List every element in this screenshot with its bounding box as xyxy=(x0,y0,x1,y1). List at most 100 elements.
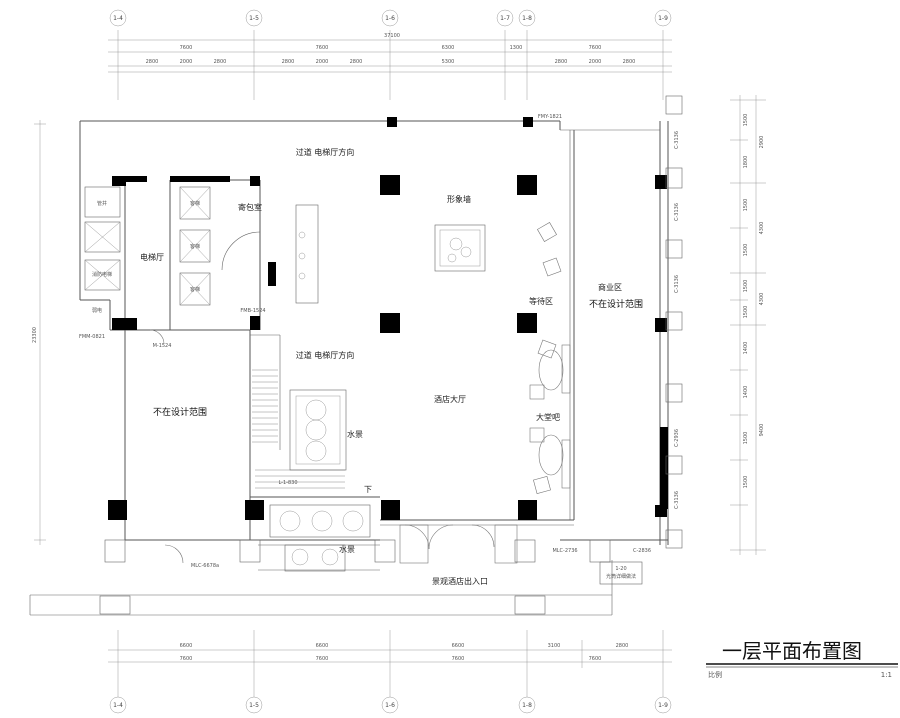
grid-axis-label: 1-4 xyxy=(113,702,123,709)
grid-axis-bubbles-bottom: 1-4 1-5 1-6 1-8 1-9 xyxy=(109,680,672,714)
dim-top-secondary: 2800 xyxy=(146,59,159,65)
dim-top-secondary: 2800 xyxy=(555,59,568,65)
dim-right-secondary: 1500 xyxy=(743,476,749,489)
grid-axis-label: 1-8 xyxy=(522,15,532,22)
dim-right-primary: 2900 xyxy=(759,136,765,149)
dim-top-total: 37100 xyxy=(384,33,400,39)
dim-top-primary: 1300 xyxy=(510,45,523,51)
image-wall-feature xyxy=(434,224,486,272)
room-label-water-feature-2: 水景 xyxy=(339,544,355,554)
dim-bottom-secondary: 3100 xyxy=(548,643,561,649)
room-label-commercial: 商业区 xyxy=(598,282,622,292)
door-code: M-1524 xyxy=(153,343,172,349)
dim-left-total: 23300 xyxy=(32,327,38,343)
detail-sub: 光筒详细做法 xyxy=(606,573,636,580)
bottom-dimension-lines xyxy=(108,630,672,680)
room-label-entrance: 景观酒店出入口 xyxy=(432,576,488,586)
grid-axis-label: 1-6 xyxy=(385,702,395,709)
grid-axis-label: 1-9 xyxy=(658,15,668,22)
drawing-title: 一层平面布置图 xyxy=(722,639,862,663)
grid-axis-label: 1-4 xyxy=(113,15,123,22)
dim-top-primary-group: 7600 7600 6300 1300 7600 xyxy=(180,45,602,51)
water-feature-bottom xyxy=(269,504,371,572)
dim-bottom-primary: 7600 xyxy=(589,656,602,662)
detail-ref: 1-20 xyxy=(615,566,626,572)
building-walls xyxy=(29,120,669,616)
door-code: MLC-2736 xyxy=(552,548,577,554)
dim-right-primary: 9400 xyxy=(759,424,765,437)
dim-right-secondary: 1500 xyxy=(743,280,749,293)
window-code: C-3136 xyxy=(674,275,680,293)
dim-right-primary: 4300 xyxy=(759,222,765,235)
dim-bottom-secondary: 6600 xyxy=(180,643,193,649)
water-feature-pond xyxy=(289,389,347,471)
room-label-corridor-mid: 过道 电梯厅方向 xyxy=(296,350,355,360)
grid-axis-label: 1-5 xyxy=(249,15,259,22)
elevator-shafts xyxy=(84,186,261,306)
room-label-hotel-lobby: 酒店大厅 xyxy=(434,394,466,404)
dim-bottom-secondary-group: 6600 6600 6600 3100 2800 xyxy=(180,643,629,649)
grid-axis-label: 1-8 xyxy=(522,702,532,709)
dim-top-secondary: 2000 xyxy=(180,59,193,65)
room-label-waiting: 等待区 xyxy=(529,296,553,306)
dim-top-secondary: 2800 xyxy=(214,59,227,65)
elevator-car-label: 客梯 xyxy=(190,200,200,207)
grid-axis-label: 1-5 xyxy=(249,702,259,709)
dim-bottom-secondary: 2800 xyxy=(616,643,629,649)
lounge-furniture xyxy=(529,222,571,494)
room-label-not-in-scope-right: 不在设计范围 xyxy=(589,298,643,310)
dim-bottom-primary-group: 7600 7600 7600 7600 xyxy=(180,656,602,662)
room-label-image-wall: 形象墙 xyxy=(447,194,471,204)
grid-axis-bubbles-top: 1-4 1-5 1-6 1-7 1-8 1-9 xyxy=(109,9,672,27)
entrance-doors xyxy=(149,329,518,564)
window-code: C-3136 xyxy=(674,203,680,221)
dim-right-secondary: 1500 xyxy=(743,244,749,257)
room-label-elevator-hall: 电梯厅 xyxy=(140,252,164,262)
scale-label: 比例 xyxy=(708,670,722,679)
dim-top-secondary: 2800 xyxy=(623,59,636,65)
dim-right-secondary: 1500 xyxy=(743,306,749,319)
grid-axis-label: 1-6 xyxy=(385,15,395,22)
scale-value: 1:1 xyxy=(881,671,892,679)
dim-bottom-primary: 7600 xyxy=(180,656,193,662)
dim-right-primary: 4300 xyxy=(759,293,765,306)
dim-top-primary: 6300 xyxy=(442,45,455,51)
small-room-label: 弱电 xyxy=(92,307,102,314)
facade-window-blocks xyxy=(99,95,683,615)
grid-axis-label: 1-9 xyxy=(658,702,668,709)
dim-right-secondary-group: 1500 1800 1500 1500 1500 1500 1400 1400 … xyxy=(743,114,749,489)
dim-bottom-secondary: 6600 xyxy=(316,643,329,649)
top-dimension-lines xyxy=(108,30,672,100)
dim-right-secondary: 1500 xyxy=(743,432,749,445)
grid-axis-label: 1-7 xyxy=(500,15,510,22)
dim-right-secondary: 1500 xyxy=(743,199,749,212)
dim-right-secondary: 1400 xyxy=(743,386,749,399)
dim-bottom-primary: 7600 xyxy=(316,656,329,662)
dim-top-primary: 7600 xyxy=(316,45,329,51)
stair-down-label: 下 xyxy=(364,485,372,494)
door-code: FMY-1821 xyxy=(538,114,562,120)
door-code: C-2836 xyxy=(633,548,651,554)
door-code: FMM-0821 xyxy=(79,334,105,340)
door-code: MLC-6678a xyxy=(191,563,219,569)
window-code: C-3136 xyxy=(674,131,680,149)
room-label-water-feature: 水景 xyxy=(347,429,363,439)
room-label-lobby-bar: 大堂吧 xyxy=(536,412,560,422)
left-dimension-line xyxy=(34,120,46,545)
dim-top-secondary-group: 2800 2000 2800 2800 2000 2800 5300 2800 … xyxy=(146,59,636,65)
stair-note: L-1-830 xyxy=(278,480,297,486)
structural-columns xyxy=(108,117,668,520)
stair-treads xyxy=(252,369,345,489)
right-dimension-lines xyxy=(730,95,766,555)
elevator-car-label: 客梯 xyxy=(190,243,200,250)
dim-top-secondary: 2000 xyxy=(316,59,329,65)
title-block: 一层平面布置图 比例 1:1 xyxy=(706,639,898,679)
shaft-label: 管井 xyxy=(97,200,107,207)
dim-right-secondary: 1400 xyxy=(743,342,749,355)
fire-elevator-label: 消防电梯 xyxy=(92,271,112,278)
dim-right-secondary: 1500 xyxy=(743,114,749,127)
reception-counter xyxy=(295,204,319,304)
dim-top-secondary: 2000 xyxy=(589,59,602,65)
dim-bottom-secondary: 6600 xyxy=(452,643,465,649)
